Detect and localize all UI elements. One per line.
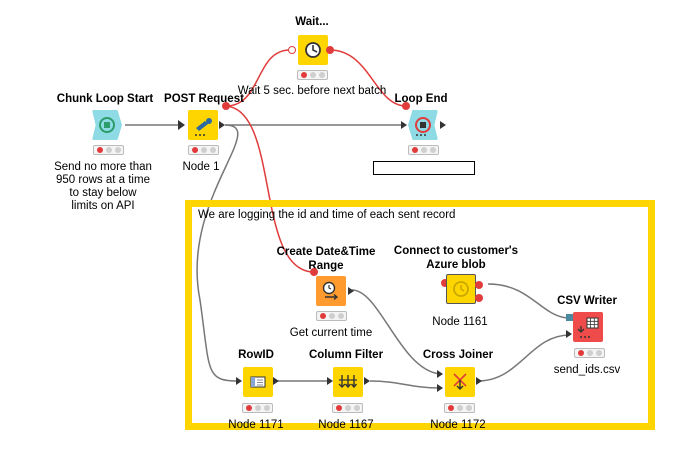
azure-clock-icon <box>453 281 469 297</box>
cross-joiner-label: Node 1172 <box>430 419 486 431</box>
csv-writer-label: send_ids.csv <box>553 364 621 376</box>
create-datetime-range-flow-in-port[interactable] <box>310 268 318 276</box>
loop-end-icon <box>415 117 431 136</box>
rowid-icon <box>250 376 266 388</box>
chunk-loop-start-label: Send no more than 950 rows at a time to … <box>54 161 152 212</box>
annotation-text: We are logging the id and time of each s… <box>198 209 456 221</box>
wait-status <box>297 70 328 80</box>
rowid-in-port[interactable] <box>236 377 242 385</box>
post-request-in-port[interactable] <box>178 120 185 130</box>
connect-azure-blob-flow-out-port-2[interactable] <box>475 294 483 302</box>
create-datetime-range-label: Get current time <box>289 327 373 339</box>
cross-joiner-status <box>444 403 475 413</box>
loop-end-node[interactable] <box>408 110 438 140</box>
column-filter-in-port[interactable] <box>327 377 333 385</box>
wait-title: Wait... <box>295 16 329 28</box>
create-datetime-range-title: Create Date&Time Range <box>276 246 376 272</box>
create-datetime-range-status <box>316 311 347 321</box>
wait-flow-in-port[interactable] <box>288 46 296 54</box>
column-filter-out-port[interactable] <box>364 377 370 385</box>
column-filter-label: Node 1167 <box>318 419 374 431</box>
csv-writer-connection-in-port[interactable] <box>566 314 573 321</box>
chunk-loop-start-title: Chunk Loop Start <box>56 93 154 105</box>
cross-joiner-out-port[interactable] <box>476 377 482 385</box>
create-datetime-range-out-port[interactable] <box>348 287 354 295</box>
chunk-loop-start-status <box>93 145 124 155</box>
wire-columnfilter-crossjoiner <box>369 380 441 389</box>
wait-flow-out-port[interactable] <box>326 46 334 54</box>
csv-writer-title: CSV Writer <box>557 295 617 307</box>
csv-writer-node[interactable] <box>573 312 603 342</box>
rest-post-icon <box>195 118 212 136</box>
rowid-title: RowID <box>238 349 274 361</box>
cross-join-icon <box>453 373 467 390</box>
column-filter-node[interactable] <box>333 367 363 397</box>
cross-joiner-bottom-in-port[interactable] <box>437 384 443 392</box>
column-filter-title: Column Filter <box>308 349 384 361</box>
post-request-title: POST Request <box>164 93 244 105</box>
wait-label: Wait 5 sec. before next batch <box>237 85 387 97</box>
loop-end-label-box[interactable] <box>373 161 475 175</box>
wire-azure-csvwriter <box>487 283 568 319</box>
rowid-node[interactable] <box>243 367 273 397</box>
connect-azure-blob-node[interactable] <box>446 274 476 304</box>
post-request-out-port[interactable] <box>219 121 225 129</box>
flow-wire-post-datetime <box>225 105 314 273</box>
csv-writer-in-port[interactable] <box>566 330 572 338</box>
connect-azure-blob-flow-in-port[interactable] <box>441 279 449 287</box>
wire-post-rowid <box>196 124 239 382</box>
clock-icon <box>305 42 321 58</box>
loop-end-status <box>408 145 439 155</box>
connect-azure-blob-title: Connect to customer's Azure blob <box>393 245 519 271</box>
column-filter-icon <box>338 375 358 389</box>
wire-datetime-crossjoiner <box>351 289 441 375</box>
connect-azure-blob-flow-out-port[interactable] <box>475 281 483 289</box>
chunk-loop-start-node[interactable] <box>92 110 122 140</box>
connect-azure-blob-label: Node 1161 <box>432 316 488 328</box>
post-request-label: Node 1 <box>182 161 220 173</box>
table-write-icon <box>577 317 599 338</box>
annotation-box[interactable]: We are logging the id and time of each s… <box>185 200 655 430</box>
cross-joiner-node[interactable] <box>445 367 475 397</box>
loop-end-flow-in-port[interactable] <box>402 102 410 110</box>
wire-crossjoiner-csvwriter <box>477 334 571 382</box>
column-filter-status <box>332 403 363 413</box>
rowid-out-port[interactable] <box>273 377 279 385</box>
post-request-flow-out-port[interactable] <box>222 102 230 110</box>
rowid-label: Node 1171 <box>228 419 284 431</box>
csv-writer-status <box>574 348 605 358</box>
loop-end-in-port[interactable] <box>401 121 407 129</box>
clock-arrow-icon <box>322 281 339 301</box>
post-request-status <box>188 145 219 155</box>
flow-wire-post-wait <box>225 49 291 107</box>
rowid-status <box>242 403 273 413</box>
wait-node[interactable] <box>298 35 328 65</box>
create-datetime-range-node[interactable] <box>316 276 346 306</box>
cross-joiner-title: Cross Joiner <box>422 349 494 361</box>
loop-start-icon <box>99 117 115 133</box>
cross-joiner-top-in-port[interactable] <box>437 370 443 378</box>
post-request-node[interactable] <box>188 110 218 140</box>
flow-wire-wait-loopend <box>329 49 407 107</box>
loop-end-out-port[interactable] <box>440 121 446 129</box>
